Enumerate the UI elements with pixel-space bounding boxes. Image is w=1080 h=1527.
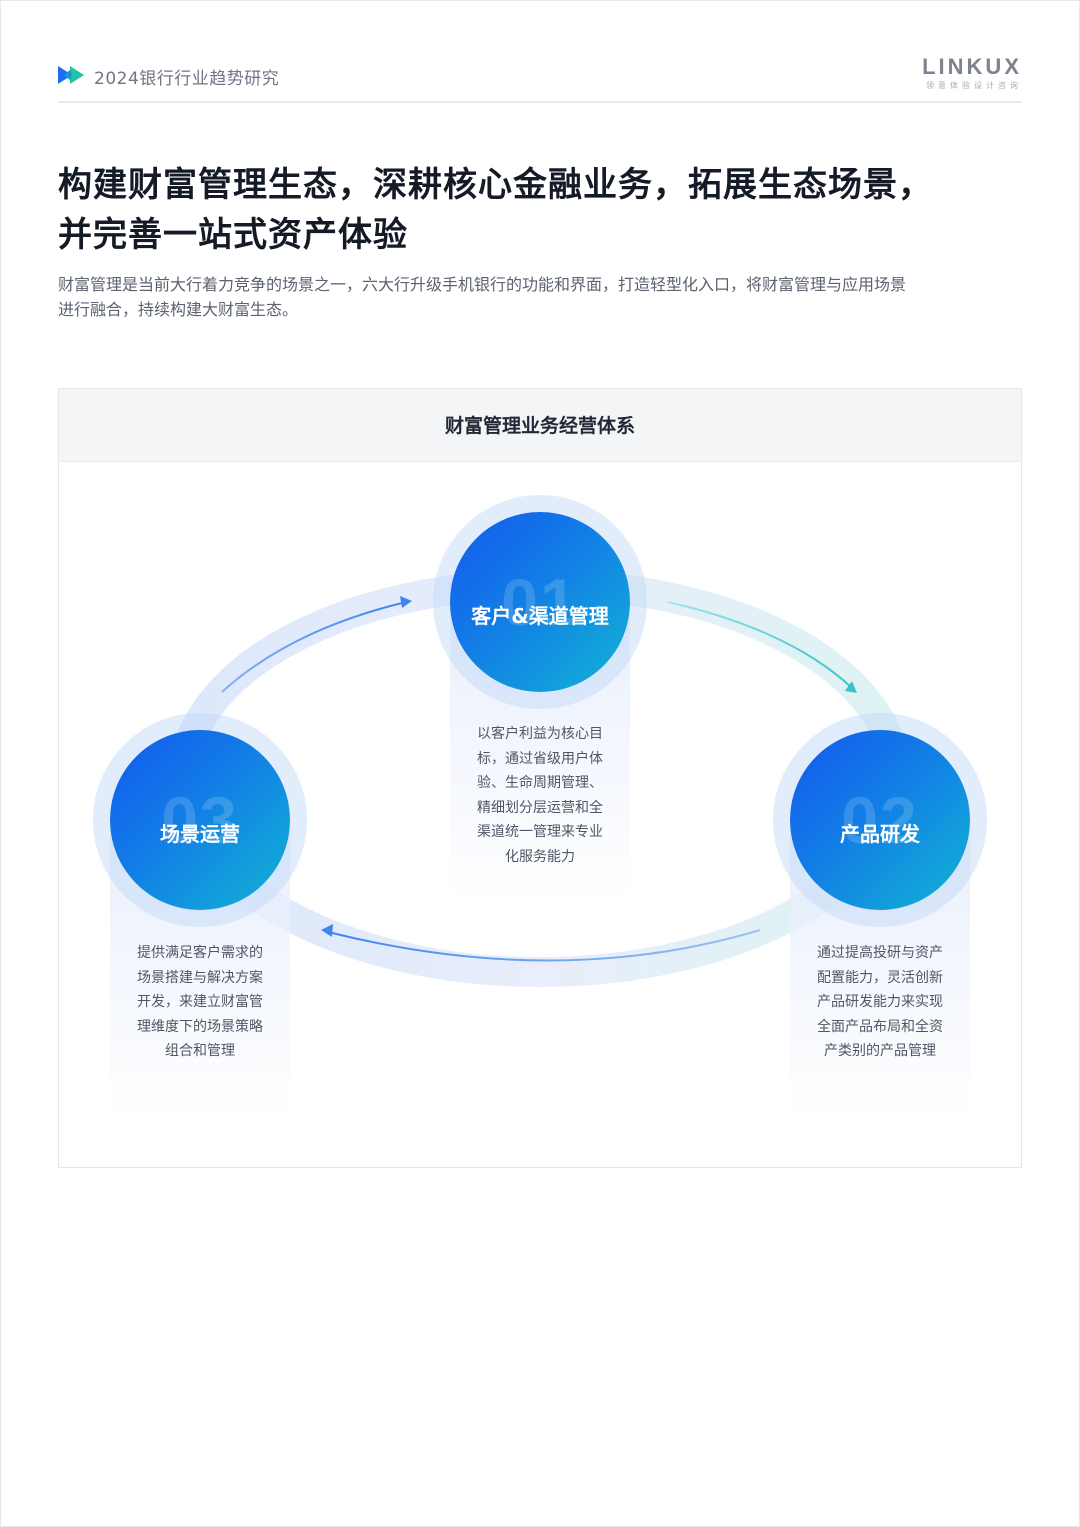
node-02-number: 02 [841, 783, 919, 857]
arrow-01-to-02 [667, 601, 853, 689]
arrow-03-to-01 [221, 601, 407, 693]
node-01-circle: 01 客户&渠道管理 [450, 512, 630, 692]
node-01-description: 以客户利益为核心目 标，通过省级用户体 验、生命周期管理、 精细划分层运营和全 … [477, 726, 603, 865]
intro-line-2: 进行融合，持续构建大财富生态。 [58, 300, 299, 319]
intro-paragraph: 财富管理是当前大行着力竞争的场景之一，六大行升级手机银行的功能和界面，打造轻型化… [58, 272, 1022, 322]
arrow-head-02-to-03 [321, 924, 333, 937]
node-02-circle: 02 产品研发 [790, 730, 970, 910]
diagram-title: 财富管理业务经营体系 [444, 415, 635, 437]
node-02-description: 通过提高投研与资产 配置能力，灵活创新 产品研发能力来实现 全面产品布局和全资 … [817, 945, 943, 1059]
brand-logo: LINKUX 领意体验设计咨询 [902, 56, 1022, 92]
report-header: 2024银行行业趋势研究 LINKUX 领意体验设计咨询 [58, 56, 1022, 96]
arrow-head-01-to-02 [845, 681, 857, 693]
headline-line-2: 并完善一站式资产体验 [58, 215, 408, 255]
report-series-title: 2024银行行业趋势研究 [94, 69, 280, 89]
brand-subtitle: 领意体验设计咨询 [926, 81, 1022, 90]
arrow-02-to-03 [327, 929, 761, 962]
node-02-label: 产品研发 [840, 822, 920, 846]
arrow-head-03-to-01 [400, 596, 412, 608]
node-01-number: 01 [501, 565, 579, 639]
double-play-logo-icon [58, 66, 84, 84]
node-03-description: 提供满足客户需求的 场景搭建与解决方案 开发，来建立财富管 理维度下的场景策略 … [137, 945, 263, 1059]
diagram-card-header: 财富管理业务经营体系 [59, 389, 1021, 462]
intro-line-1: 财富管理是当前大行着力竞争的场景之一，六大行升级手机银行的功能和界面，打造轻型化… [58, 275, 907, 294]
node-01-label: 客户&渠道管理 [471, 604, 609, 628]
node-03-number: 03 [161, 783, 239, 857]
page-headline: 构建财富管理生态，深耕核心金融业务，拓展生态场景， 并完善一站式资产体验 [58, 160, 1022, 260]
headline-line-1: 构建财富管理生态，深耕核心金融业务，拓展生态场景， [58, 165, 933, 205]
node-03: 03 场景运营 [93, 713, 307, 927]
brand-name: LINKUX [922, 54, 1022, 79]
node-03-circle: 03 场景运营 [110, 730, 290, 910]
node-01: 01 客户&渠道管理 [433, 495, 647, 709]
node-02: 02 产品研发 [773, 713, 987, 927]
header-divider [58, 101, 1022, 103]
node-03-label: 场景运营 [160, 822, 240, 846]
